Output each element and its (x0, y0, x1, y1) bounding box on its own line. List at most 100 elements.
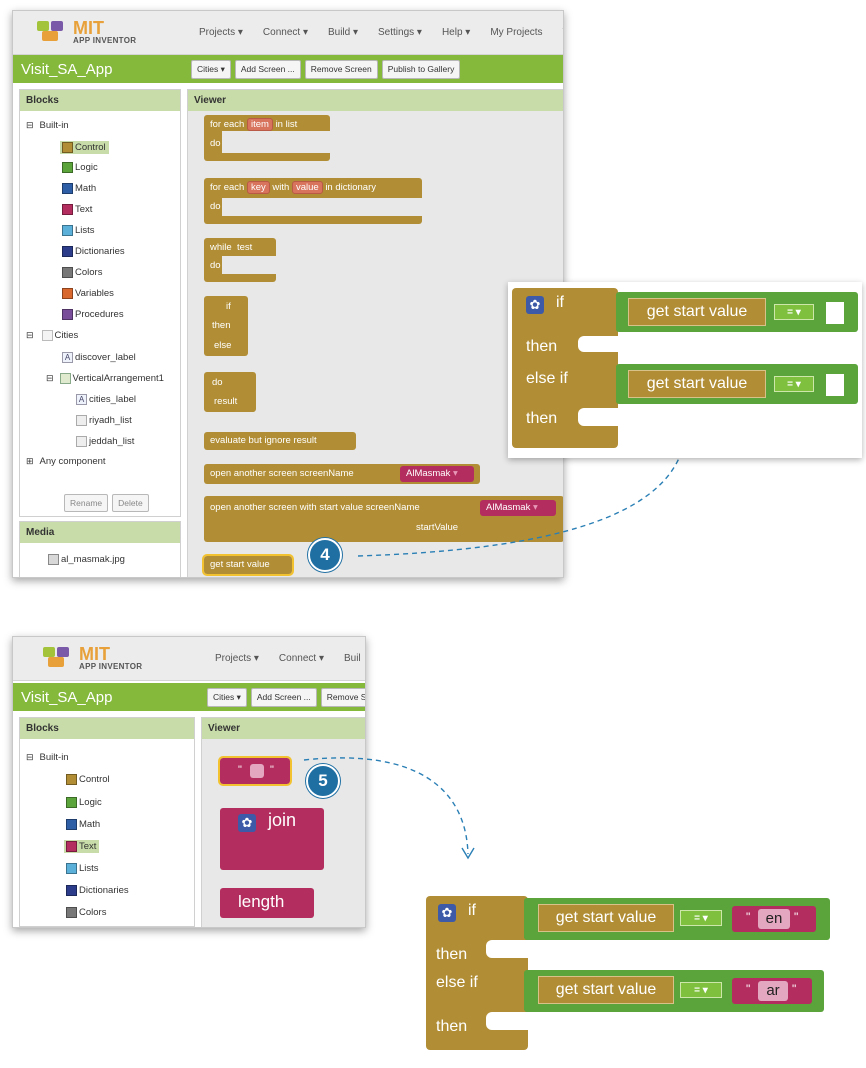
tree-item-dictionaries[interactable]: Dictionaries (66, 885, 129, 896)
menu-connect[interactable]: Connect ▾ (278, 653, 324, 664)
do-label: do (210, 260, 221, 271)
screen-select-button[interactable]: Cities ▾ (191, 60, 231, 79)
add-screen-button[interactable]: Add Screen ... (234, 60, 301, 79)
expand-icon[interactable]: ⊞ (26, 456, 34, 466)
remove-screen-button[interactable]: Remove S (320, 688, 365, 707)
rename-button[interactable]: Rename (64, 494, 109, 512)
almasmak-text-block[interactable]: AlMasmak ▾ (400, 466, 474, 482)
get-start-value-block[interactable] (202, 554, 294, 576)
tree-vertical-arrangement[interactable]: ⊟VerticalArrangement1 (46, 373, 164, 384)
tree-item-text[interactable]: Text (62, 204, 92, 215)
get-start-value-block[interactable]: get start value (628, 298, 766, 326)
menu-settings[interactable]: Settings ▾ (378, 27, 422, 38)
menu-connect[interactable]: Connect ▾ (262, 27, 308, 38)
tree-any-component[interactable]: ⊞Any component (26, 456, 106, 467)
media-file[interactable]: al_masmak.jpg (48, 554, 125, 565)
listview-icon (76, 415, 87, 426)
tree-item-lists[interactable]: Lists (62, 225, 95, 236)
quote-open: " (746, 910, 751, 924)
tree-item-colors[interactable]: Colors (66, 907, 106, 918)
tree-item-dictionaries[interactable]: Dictionaries (62, 246, 125, 257)
mutator-gear-icon[interactable]: ✿ (238, 814, 256, 832)
tree-item-control[interactable]: Control (60, 141, 109, 154)
menu-my-projects[interactable]: My Projects (490, 27, 543, 38)
blocks-viewer[interactable]: Viewer " " ✿ join length (201, 717, 365, 927)
tree-item-math[interactable]: Math (66, 819, 100, 830)
length-block[interactable] (220, 888, 314, 918)
menu-build[interactable]: Build ▾ (327, 27, 359, 38)
get-start-value-block[interactable]: get start value (538, 976, 674, 1004)
menu-projects[interactable]: Projects ▾ (215, 653, 259, 664)
tree-built-in[interactable]: ⊟Built-in (26, 120, 69, 131)
tree-jeddah-list[interactable]: jeddah_list (76, 436, 134, 447)
image-file-icon (48, 554, 59, 565)
get-start-value-block[interactable]: get start value (628, 370, 766, 398)
for-each-item-label: for each item in list (210, 118, 298, 131)
menu-projects[interactable]: Projects ▾ (199, 27, 243, 38)
add-screen-button[interactable]: Add Screen ... (250, 688, 317, 707)
listview-icon (76, 436, 87, 447)
tree-item-control[interactable]: Control (66, 774, 110, 785)
menu-view[interactable]: Vi (563, 27, 564, 38)
tree-item-text[interactable]: Text (64, 840, 100, 853)
menu-help[interactable]: Help ▾ (441, 27, 471, 38)
mutator-gear-icon[interactable]: ✿ (438, 904, 456, 922)
do-result-block[interactable] (204, 372, 256, 412)
if-else-if-en-ar-callout: ✿ if then else if then get start value =… (420, 890, 834, 1058)
collapse-icon[interactable]: ⊟ (26, 752, 34, 762)
for-each-dict-label: for each key with value in dictionary (210, 181, 377, 194)
blocks-viewer[interactable]: Viewer for each item in list do for each… (187, 89, 563, 577)
mit-logo[interactable]: MIT APP INVENTOR (43, 645, 142, 671)
text-ar-field[interactable]: ar (758, 981, 788, 1001)
publish-gallery-button[interactable]: Publish to Gallery (381, 60, 461, 79)
variables-swatch-icon (62, 288, 73, 299)
delete-button[interactable]: Delete (112, 494, 149, 512)
if-then-else-expression-block[interactable] (204, 296, 248, 356)
equals-dropdown[interactable]: = ▾ (774, 376, 814, 392)
open-screen-start-label: open another screen with start value scr… (210, 502, 420, 513)
if-label: if (468, 902, 476, 919)
tree-item-logic[interactable]: Logic (66, 797, 102, 808)
mit-logo[interactable]: MIT APP INVENTOR (37, 19, 136, 45)
evaluate-ignore-block[interactable] (204, 432, 356, 450)
control-swatch-icon (66, 774, 77, 785)
collapse-icon[interactable]: ⊟ (46, 373, 54, 383)
tree-cities[interactable]: ⊟Cities (26, 330, 79, 341)
screen-select-button[interactable]: Cities ▾ (207, 688, 247, 707)
equals-dropdown[interactable]: = ▾ (774, 304, 814, 320)
quote-close: " (270, 764, 274, 776)
lists-swatch-icon (62, 225, 73, 236)
tree-item-lists[interactable]: Lists (66, 863, 99, 874)
tree-built-in[interactable]: ⊟Built-in (26, 752, 69, 763)
join-label: join (268, 810, 297, 830)
project-title: Visit_SA_App (21, 61, 113, 78)
quote-open: " (746, 982, 751, 996)
tree-riyadh-list[interactable]: riyadh_list (76, 415, 132, 426)
get-start-value-block[interactable]: get start value (538, 904, 674, 932)
text-en-field[interactable]: en (758, 909, 790, 929)
logo-subtitle: APP INVENTOR (73, 36, 137, 45)
tree-item-math[interactable]: Math (62, 183, 96, 194)
then-label: then (436, 946, 468, 963)
collapse-icon[interactable]: ⊟ (26, 120, 34, 130)
colors-swatch-icon (66, 907, 77, 918)
tree-item-variables[interactable]: Variables (62, 288, 114, 299)
collapse-icon[interactable]: ⊟ (26, 330, 34, 340)
tree-item-logic[interactable]: Logic (62, 162, 98, 173)
equals-dropdown[interactable]: = ▾ (680, 982, 722, 998)
join-block[interactable] (220, 808, 324, 870)
then-label: then (212, 320, 231, 331)
dashed-arrow-5 (303, 757, 475, 860)
menu-build[interactable]: Buil (343, 653, 361, 664)
tree-item-procedures[interactable]: Procedures (62, 309, 124, 320)
tree-item-colors[interactable]: Colors (62, 267, 102, 278)
step-5-badge: 5 (306, 764, 340, 798)
remove-screen-button[interactable]: Remove Screen (304, 60, 378, 79)
equals-dropdown[interactable]: = ▾ (680, 910, 722, 926)
start-value-label: startValue (416, 522, 459, 533)
text-string-field[interactable] (250, 764, 264, 778)
mutator-gear-icon[interactable]: ✿ (526, 296, 544, 314)
almasmak-text-block[interactable]: AlMasmak ▾ (480, 500, 556, 516)
